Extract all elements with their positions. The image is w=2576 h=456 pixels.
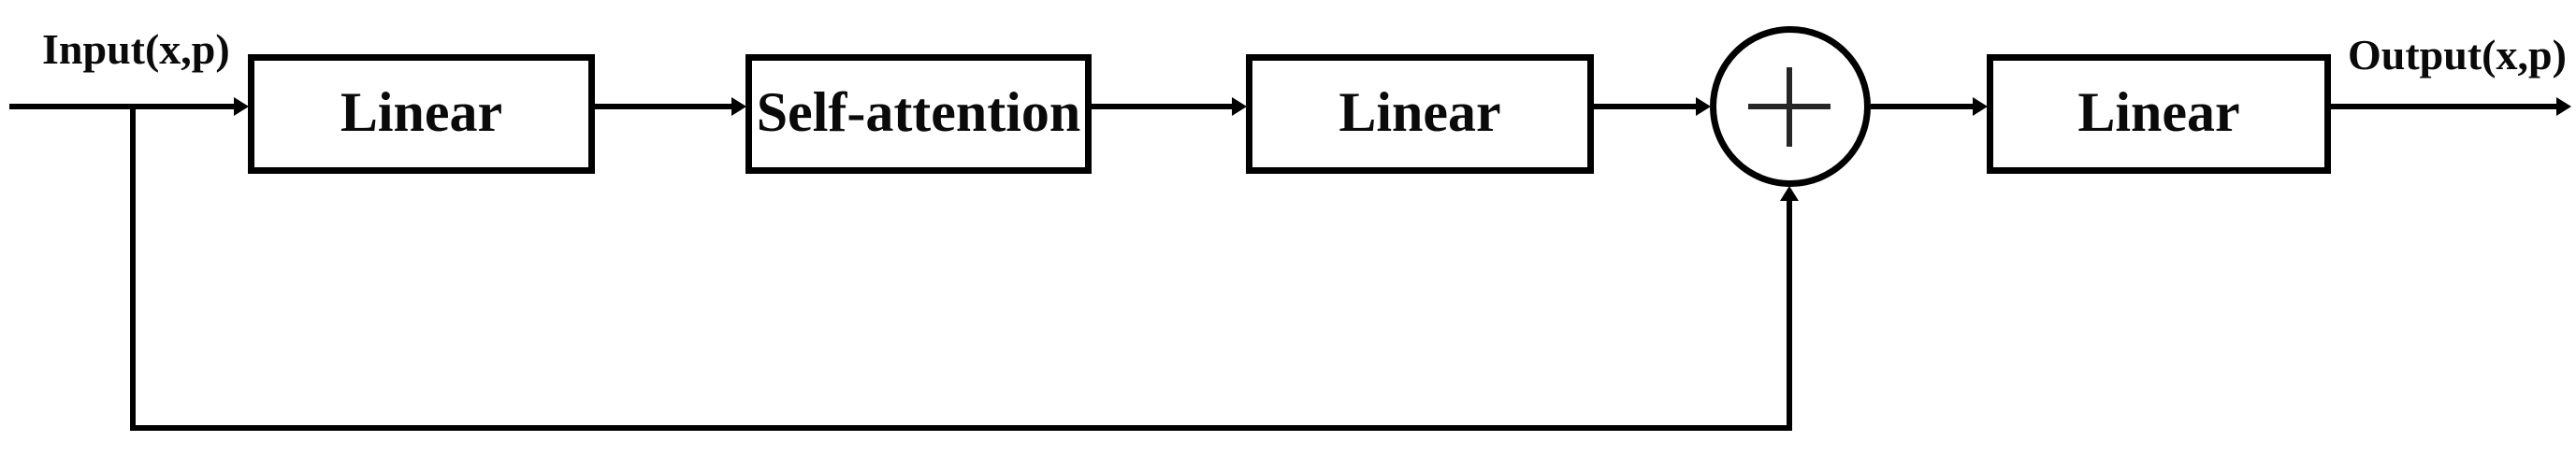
skip-connection-left-vertical-line [130,105,136,431]
arrow-line-linear1-to-selfattention [595,104,733,109]
block-linear-2: Linear [1246,54,1594,174]
arrowhead-selfattention-icon [731,97,746,116]
arrow-line-selfattention-to-linear2 [1092,104,1234,109]
output-arrow-line [2331,104,2558,109]
add-node [1710,26,1871,187]
arrowhead-linear2-icon [1232,97,1247,116]
block-self-attention-label: Self-attention [756,80,1081,143]
arrowhead-linear3-icon [1973,97,1988,116]
skip-connection-right-vertical-line [1787,200,1792,431]
block-linear-3: Linear [1987,54,2331,174]
block-linear-1: Linear [248,54,595,174]
block-linear-3-label: Linear [2077,80,2240,143]
block-self-attention: Self-attention [745,54,1092,174]
input-arrowhead-icon [234,97,249,116]
skip-connection-arrowhead-icon [1780,186,1799,201]
block-linear-2-label: Linear [1339,80,1501,143]
skip-connection-bottom-line [130,425,1792,431]
input-arrow-line [9,104,236,109]
plus-icon [1787,67,1792,147]
output-arrowhead-icon [2556,97,2571,116]
arrow-line-linear2-to-add [1594,104,1698,109]
arrowhead-add-icon [1696,97,1711,116]
output-label: Output(x,p) [2348,31,2567,78]
input-label: Input(x,p) [42,25,230,73]
block-linear-1-label: Linear [340,80,503,143]
arrow-line-add-to-linear3 [1871,104,1975,109]
